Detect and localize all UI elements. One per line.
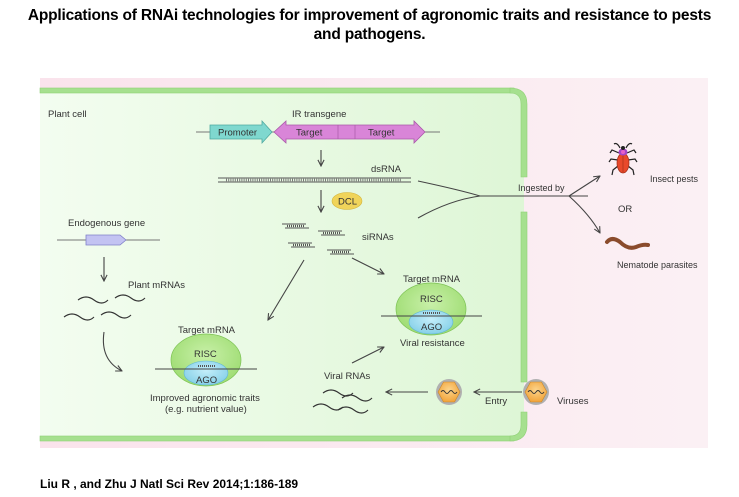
figure-title-line-2: and pathogens. xyxy=(313,26,426,43)
right-ago-label: AGO xyxy=(421,322,442,333)
entry-label: Entry xyxy=(485,396,507,407)
sirna-to-right-risc-arrow xyxy=(351,257,384,274)
plant-mrnas xyxy=(63,294,146,321)
plant-mrnas-label: Plant mRNAs xyxy=(128,280,185,291)
left-target-mrna-label: Target mRNA xyxy=(178,325,236,336)
target-left-label: Target xyxy=(296,128,323,139)
sirna-to-left-risc-arrow xyxy=(268,259,305,320)
left-outcome-line-2: (e.g. nutrient value) xyxy=(165,404,247,415)
target-right-label: Target xyxy=(368,128,395,139)
figure-title-line-1: Applications of RNAi technologies for im… xyxy=(27,7,712,24)
to-nematode-arrow xyxy=(568,195,600,233)
citation: Liu R , and Zhu J Natl Sci Rev 2014;1:18… xyxy=(40,477,299,491)
endogenous-gene-label: Endogenous gene xyxy=(68,218,145,229)
cell-wall-right-upper xyxy=(509,87,528,178)
viral-rnas-label: Viral RNAs xyxy=(324,371,371,382)
plant-cell-label: Plant cell xyxy=(48,109,87,120)
viruses-label: Viruses xyxy=(557,396,589,407)
insect-pests-label: Insect pests xyxy=(650,174,699,184)
sirna-duplexes xyxy=(282,223,354,255)
insect-pest-icon xyxy=(608,142,638,176)
viral-rnas xyxy=(312,389,373,414)
sirnas-label: siRNAs xyxy=(362,232,394,243)
ir-transgene-label: IR transgene xyxy=(292,109,346,120)
left-outcome-line-1: Improved agronomic traits xyxy=(150,393,260,404)
ingested-by-label: Ingested by xyxy=(518,183,565,193)
sirna-export-line xyxy=(417,195,481,219)
viral-resistance-label: Viral resistance xyxy=(400,338,465,349)
figure-title: Applications of RNAi technologies for im… xyxy=(0,6,739,44)
nematode-parasites-label: Nematode parasites xyxy=(617,260,698,270)
promoter-arrow xyxy=(209,119,273,145)
cell-wall-right-middle xyxy=(520,211,528,383)
right-target-mrna-label: Target mRNA xyxy=(403,274,461,285)
left-ago-label: AGO xyxy=(196,375,217,386)
left-risc-label: RISC xyxy=(194,349,217,360)
promoter-label: Promoter xyxy=(218,128,257,139)
nematode-icon xyxy=(605,237,650,250)
virus-inside-icon xyxy=(436,379,462,405)
dsrna-label: dsRNA xyxy=(371,164,402,175)
left-ago-protein xyxy=(183,360,229,386)
dcl-label: DCL xyxy=(338,197,357,208)
cell-wall-bottom xyxy=(39,435,515,442)
dcl-enzyme xyxy=(331,192,363,210)
endogenous-gene-box xyxy=(85,234,127,246)
virus-outside-icon xyxy=(523,379,549,405)
or-label: OR xyxy=(618,204,632,215)
viral-rna-to-risc-arrow xyxy=(351,347,384,364)
mrna-to-risc-arrow xyxy=(102,331,122,371)
cell-wall-right-lower xyxy=(509,411,528,442)
to-insect-arrow xyxy=(568,176,600,197)
right-risc-label: RISC xyxy=(420,294,443,305)
dsrna-strand xyxy=(218,177,411,183)
ir-target-arrows xyxy=(273,120,426,144)
cell-wall-top xyxy=(39,87,515,94)
